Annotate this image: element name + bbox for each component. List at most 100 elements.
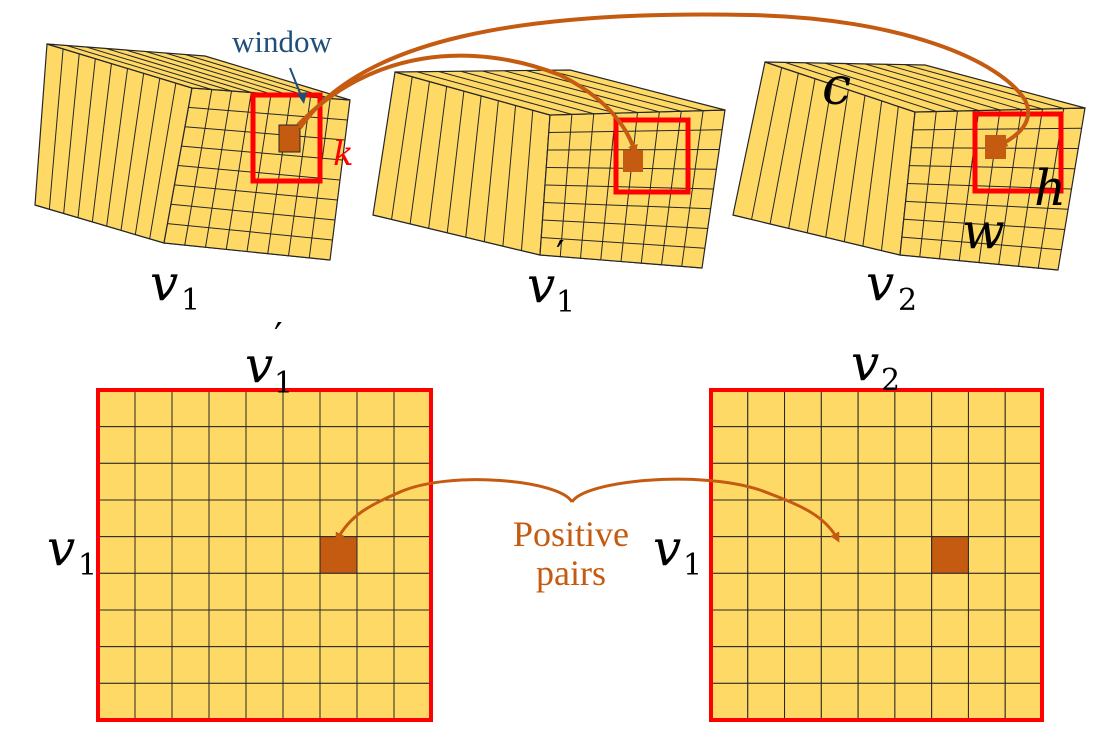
cube-left-face-line (48, 48, 64, 210)
matrix-cell (967, 572, 1006, 611)
matrix-cell (747, 389, 786, 428)
cube-top-face (394, 69, 726, 116)
matrix-cell (134, 646, 173, 684)
cube-top-face-line (86, 46, 232, 92)
cube-left-face-line (428, 86, 448, 229)
svg-text:v: v (653, 519, 681, 577)
matrix-cell (784, 609, 822, 648)
cube-right-face-line (661, 111, 682, 265)
matrix-cell (208, 682, 247, 721)
matrix-cell (894, 389, 933, 428)
matrix-cell (282, 462, 321, 501)
cube-top-face-line (504, 70, 660, 113)
match-cell-v2 (985, 135, 1006, 159)
matrix-cell (171, 572, 210, 611)
matrix-cell (820, 426, 859, 464)
cube-right-face-line (184, 89, 213, 246)
matrix-border (96, 388, 433, 722)
matrix-cell (967, 389, 1006, 428)
matrix-cell (857, 682, 896, 721)
matrix-cell (97, 572, 136, 611)
view-label-v1: v 1 (150, 254, 200, 318)
matrix-cell (208, 536, 247, 574)
matrix-cell (319, 389, 358, 428)
matrix-cell (710, 682, 749, 721)
cube-left-face-line (483, 100, 499, 242)
matrix-cell (282, 426, 321, 464)
matrix-cell (356, 389, 395, 428)
matrix-cell (1004, 499, 1043, 538)
cube-right-face-line (580, 113, 595, 259)
matrix-cell (747, 646, 786, 684)
matrix-cell (319, 682, 358, 721)
matrix-border (709, 388, 1044, 722)
matrix-cell (857, 572, 896, 611)
cube-left-face-line (502, 105, 517, 247)
matrix-cell (319, 572, 358, 611)
cube-top-face-line (904, 64, 1064, 109)
matrix-cell (208, 572, 247, 611)
cube-top-face-line (125, 49, 272, 95)
matrix-cell (393, 426, 432, 464)
k-label: k (333, 134, 354, 174)
matrix-cell (245, 462, 284, 501)
matrix-cell (931, 572, 969, 611)
cube-top-face-line (804, 62, 958, 112)
cube-right-face-line (919, 111, 937, 257)
cube-left-face-line (91, 63, 112, 222)
cube-left-face-line (788, 78, 816, 229)
matrix-cell (857, 609, 896, 648)
svg-text:1: 1 (181, 283, 200, 318)
cube-top-face-line (884, 63, 1043, 110)
matrix-cell (171, 536, 210, 574)
cube-top-face-line (824, 62, 979, 111)
c-label: c (822, 57, 851, 117)
cube-left-face-line (465, 95, 482, 238)
matrix-cell (894, 646, 933, 684)
matrix-cell (747, 462, 786, 501)
svg-text:′: ′ (274, 315, 283, 359)
svg-text:2: 2 (898, 283, 917, 318)
matrix-cell (356, 572, 395, 611)
matrix-cell (393, 462, 432, 501)
matrix-cell (319, 646, 358, 684)
matrix-cell (134, 536, 173, 574)
cube-right-face-line (225, 92, 252, 250)
matrix-cell (894, 609, 933, 648)
cube-right-face-line (640, 111, 660, 264)
cube-left-face-line (862, 100, 883, 247)
matrix-cell (820, 536, 859, 574)
matrix-cell (208, 499, 247, 538)
cube-right-face-line (1018, 108, 1043, 267)
matrix-cell (208, 389, 247, 428)
matrix-cell (967, 682, 1006, 721)
matrix-cell (784, 682, 822, 721)
matrix-cell (393, 572, 432, 611)
cube-left-face-line (391, 76, 413, 220)
matrix-right-row-label: v 1 (653, 519, 702, 583)
cube-top-face-line (784, 61, 937, 112)
matrix-cell (967, 609, 1006, 648)
cube-left-face-line (409, 81, 430, 224)
matrix-cell (820, 682, 859, 721)
matrix-cell (1004, 389, 1043, 428)
cube-left-face-line (825, 89, 849, 238)
cube-right-face-line (288, 96, 311, 256)
query-cell-v1 (278, 124, 301, 153)
cube-left-face-line (769, 73, 799, 224)
matrix-cell (393, 682, 432, 721)
h-label: h (1034, 159, 1066, 217)
cube-top-face-line (864, 63, 1022, 110)
matrix-cell (820, 462, 859, 501)
matrix-cell (1004, 426, 1043, 464)
matrix-cell (967, 646, 1006, 684)
cube-left-face-line (134, 78, 161, 235)
matrix-left-col-label: v ′ 1 (245, 315, 293, 401)
feature-cube-v1 (34, 43, 351, 261)
matrix-cell (208, 426, 247, 464)
matrix-cell (894, 426, 933, 464)
matrix-cell (245, 572, 284, 611)
matrix-cell (710, 572, 749, 611)
svg-text:v: v (851, 334, 879, 392)
matrix-cell (356, 499, 395, 538)
